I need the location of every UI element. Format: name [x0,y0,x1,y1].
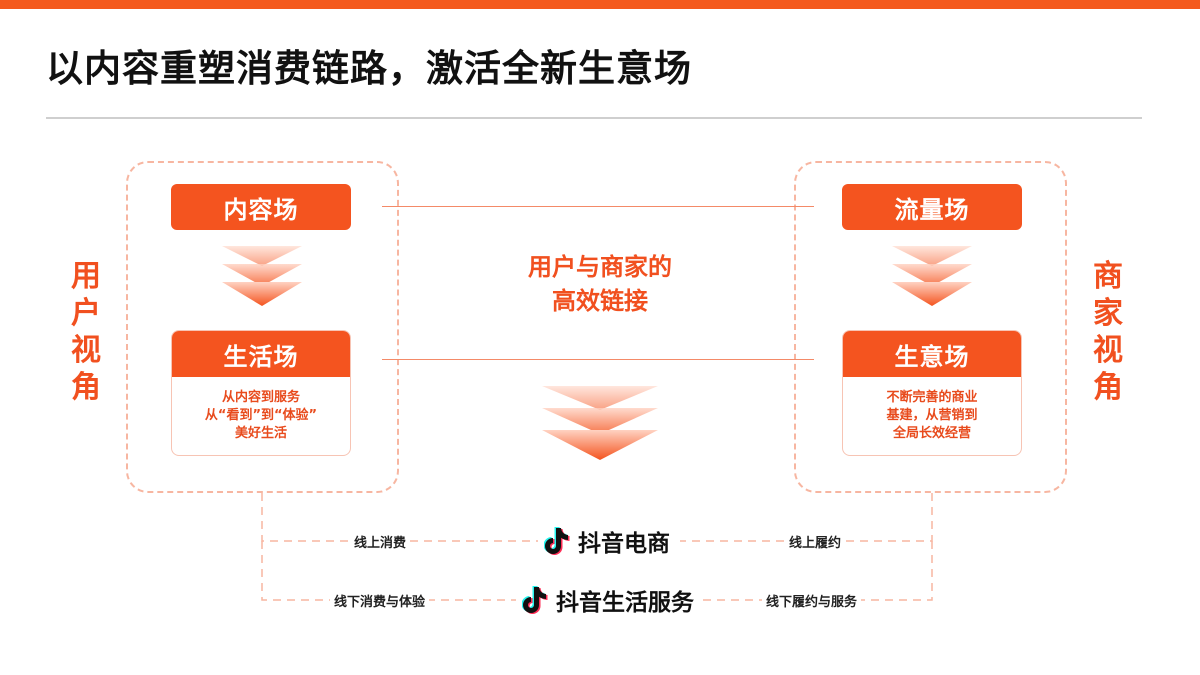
top-connector-line [382,206,814,207]
life-field-card: 生活场 从内容到服务 从“看到”到“体验” 美好生活 [171,330,351,456]
content-field-pill: 内容场 [171,184,351,230]
merchant-perspective-panel [794,161,1067,493]
user-perspective-label: 用 户 视 角 [71,259,101,405]
business-field-title: 生意场 [843,331,1021,377]
center-down-chevrons-icon [542,386,658,460]
right-down-chevrons-icon [892,246,972,306]
douyin-note-icon [544,527,570,555]
offline-consumption-label: 线下消费与体验 [330,591,430,610]
online-fulfillment-label: 线上履约 [785,532,846,551]
offline-fulfillment-label: 线下履约与服务 [762,591,862,610]
title-divider [46,117,1142,119]
left-down-chevrons-icon [222,246,302,306]
life-field-description: 从内容到服务 从“看到”到“体验” 美好生活 [204,390,318,441]
douyin-life-service-brand: 抖音生活服务 [516,583,700,617]
center-link-text: 用户与商家的 高效链接 [528,253,672,315]
online-consumption-label: 线上消费 [350,532,411,551]
merchant-perspective-label: 商 家 视 角 [1093,259,1123,405]
life-field-title: 生活场 [172,331,350,377]
business-field-card: 生意场 不断完善的商业 基建，从营销到 全局长效经营 [842,330,1022,456]
user-perspective-panel [126,161,399,493]
page-title: 以内容重塑消费链路，激活全新生意场 [46,47,692,90]
top-accent-bar [0,0,1200,9]
middle-connector-line [382,359,814,360]
traffic-field-pill: 流量场 [842,184,1022,230]
douyin-ecommerce-brand: 抖音电商 [538,524,676,558]
business-field-description: 不断完善的商业 基建，从营销到 全局长效经营 [886,390,978,441]
douyin-note-icon [522,586,548,614]
